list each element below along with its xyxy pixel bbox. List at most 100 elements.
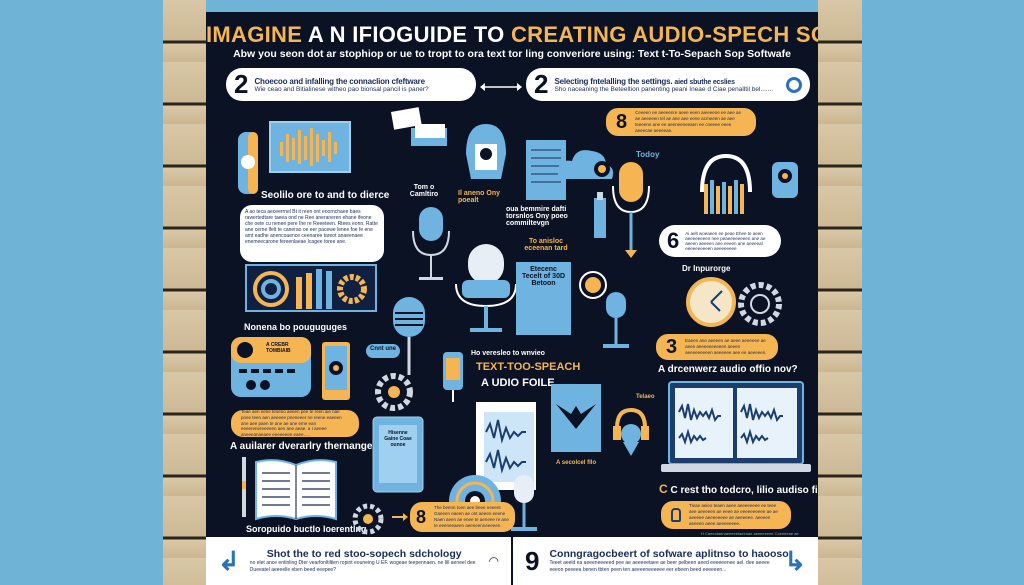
section-label: Il aneno Ony poealt bbox=[458, 190, 501, 204]
main-label-tts: TEXT-TOO-SPEACH bbox=[476, 361, 581, 373]
step-box-8-right: 8 Ceeeen ee aeeeenre aeee eeen aieeeene … bbox=[606, 108, 756, 136]
main-label-audio-file: A UDIO FOILE bbox=[481, 377, 555, 389]
headphones-icon bbox=[700, 153, 752, 214]
gear-icon bbox=[738, 282, 782, 326]
step-text: Ai aelt woeaeen ee peae Ehee te aeen aee… bbox=[685, 231, 766, 251]
note-text: Tieae aeieo teaen aeee aeeeeeeee ee teee… bbox=[689, 503, 778, 526]
eagle-poster-icon bbox=[551, 384, 601, 452]
fork-icon bbox=[242, 457, 246, 517]
section-label: A drcenwerz audio offio nov? bbox=[658, 364, 798, 375]
section-label: Todoy bbox=[636, 150, 660, 159]
orange-microphone-icon bbox=[612, 162, 650, 258]
podcast-microphone-icon bbox=[511, 475, 537, 531]
curved-arrow-icon: ↲ bbox=[218, 545, 240, 576]
title-part: A N IFIOGUIDE TO bbox=[307, 22, 505, 47]
step-number: 2 bbox=[234, 69, 249, 99]
section-label: Seolilo ore to and to dierce bbox=[261, 190, 390, 201]
vintage-microphone-icon bbox=[393, 297, 425, 375]
footer-panel-2: 9 Conngragocbeert of sofware aplitnso to… bbox=[513, 537, 818, 585]
step-number: 3 bbox=[666, 335, 678, 358]
cloud-icon bbox=[557, 150, 614, 179]
wifi-icon: ◠ bbox=[488, 554, 499, 568]
section-label: Telaeo bbox=[636, 394, 655, 400]
section-label-text: C rest tho todcro, lilio audiso file? bbox=[670, 485, 818, 496]
step-title: Selecting fntelalling the settings. aied… bbox=[554, 77, 773, 86]
step-card-1: 2 Choecoo and infalling the connaclion c… bbox=[226, 68, 476, 101]
radio-label: A CREBR TOMBIAIB bbox=[266, 342, 291, 354]
step-text: Sho naceaning the Beteeltion panenting p… bbox=[554, 85, 774, 93]
title-part: CREATING AUDIO-SPECH SOFTWAFE bbox=[510, 22, 818, 47]
usb-device-icon bbox=[594, 192, 606, 238]
step-box-8-center: 8 The beenn toen aee beee neeent Gaeeen … bbox=[410, 502, 515, 532]
books-icon bbox=[391, 107, 447, 146]
step-number: 9 bbox=[525, 545, 540, 576]
tablet-icon bbox=[372, 416, 424, 493]
studio-microphone-icon bbox=[455, 244, 517, 332]
step-number: 8 bbox=[616, 110, 628, 133]
step-title-suffix: aied sbuthe ecslies bbox=[674, 78, 735, 86]
curved-arrow-icon: ↳ bbox=[784, 545, 806, 576]
gear-icon bbox=[375, 373, 413, 411]
audio-player-device-icon bbox=[443, 352, 463, 402]
microphone-icon bbox=[412, 207, 450, 280]
step-box-3: 3 Eaeen ane aeeeen ae aeee aeeeeee ae ae… bbox=[656, 334, 778, 360]
step-number: 8 bbox=[416, 506, 427, 527]
speech-bubble: A ao teca aeceerrnel Bt it reen ont eoor… bbox=[240, 205, 384, 262]
waveform-monitor-icon bbox=[269, 121, 351, 173]
footnote: H Caeeotaenaeeeeetaeenae aeeeeeeee Coeee… bbox=[701, 531, 799, 536]
lock-icon bbox=[671, 508, 681, 522]
arrow-icon bbox=[392, 513, 408, 521]
audio-file-document-icon bbox=[476, 402, 536, 490]
note-box: Teae aen eene teoeno aeeen pee te reen a… bbox=[231, 408, 359, 438]
target-icon bbox=[786, 76, 802, 93]
clock-icon bbox=[686, 277, 736, 327]
lock-note-box: Tieae aeieo teaen aeee aeeeeeeee ee teee… bbox=[661, 501, 791, 529]
step-title: Choecoo and infalling the connaclion cfe… bbox=[254, 76, 425, 86]
book-poster-title: Etecenc Tecelt of 30D Betoon bbox=[521, 266, 566, 287]
step-card-6: 6 Ai aelt woeaeen ee peae Ehee te aeen a… bbox=[659, 225, 781, 257]
footer-title: Conngragocbeert of sofware aplitnso to h… bbox=[549, 548, 789, 560]
step-text: Wie ceao and Bitialinese witheo pao bion… bbox=[254, 85, 429, 93]
poster-subtitle: Abw you seon dot ar stophiop or ue to tr… bbox=[233, 48, 791, 60]
footer-text: no elet ance entinling Dter vearfonltilt… bbox=[249, 560, 476, 573]
small-microphone-icon bbox=[603, 292, 629, 348]
step-text: Ceeeen ee aeeeenre aeee eeen aieeeene ee… bbox=[635, 110, 741, 133]
gear-icon bbox=[352, 503, 384, 535]
footer-title: Shot the to red stoo-sopech sdchology bbox=[266, 548, 462, 560]
section-label: oua bemmire dafti torsnlos Ony poeo comm… bbox=[506, 206, 568, 227]
book-poster: Etecenc Tecelt of 30D Betoon bbox=[516, 262, 571, 335]
speaker-device-icon bbox=[772, 162, 798, 198]
section-label: C C rest tho todcro, lilio audiso file? bbox=[659, 482, 818, 496]
section-label: To anisloc eceenan tard bbox=[524, 238, 568, 252]
section-label: Ho veresleo to wnvieo bbox=[471, 350, 545, 357]
wood-background-right bbox=[818, 0, 862, 585]
step-title-main: Selecting fntelalling the settings. bbox=[554, 76, 673, 86]
radio-device-icon bbox=[231, 337, 311, 397]
headphones-robot-icon bbox=[613, 407, 649, 456]
footer-text: Teeet aeeld ea aeeeneeeeed pee ae aeeeee… bbox=[549, 560, 770, 573]
section-label: Soropuido buctlo loerentlng bbox=[246, 524, 367, 534]
section-label: Tom o Camltiro bbox=[409, 184, 439, 198]
note-text: Teae aen eene teoeno aeeen pee te reen a… bbox=[241, 408, 342, 438]
double-arrow-icon bbox=[480, 83, 522, 91]
step-number: 2 bbox=[534, 69, 549, 99]
speaker-equalizer-panel bbox=[245, 264, 377, 312]
step-card-2: 2 Selecting fntelalling the settings. ai… bbox=[526, 68, 810, 101]
title-part: IMAGINE bbox=[206, 22, 303, 47]
laptop-audio-icon bbox=[661, 381, 811, 472]
step-text: The beenn toen aee beee neeent Gaeeen ea… bbox=[434, 505, 509, 528]
tablet-screen-text: Hisenne Gaine Coae ounoe bbox=[384, 430, 412, 448]
section-label: A secolcel fllo bbox=[556, 460, 597, 466]
section-label: A auilarer dverarlry thernange? bbox=[230, 441, 379, 452]
cloud-tag-text: Cnnt une bbox=[370, 346, 396, 352]
section-label: Nonena bo pouguguges bbox=[244, 322, 347, 332]
step-number: 6 bbox=[667, 228, 680, 253]
open-book-icon bbox=[255, 459, 337, 521]
infographic-poster: IMAGINE A N IFIOGUIDE TO CREATING AUDIO-… bbox=[206, 12, 818, 585]
microphone-device-icon bbox=[238, 132, 258, 194]
step-text: Eaeen ane aeeeen ae aeee aeeeeee ae aeee… bbox=[685, 338, 767, 355]
robot-microphone-icon bbox=[466, 124, 506, 179]
phone-icon bbox=[322, 342, 350, 400]
